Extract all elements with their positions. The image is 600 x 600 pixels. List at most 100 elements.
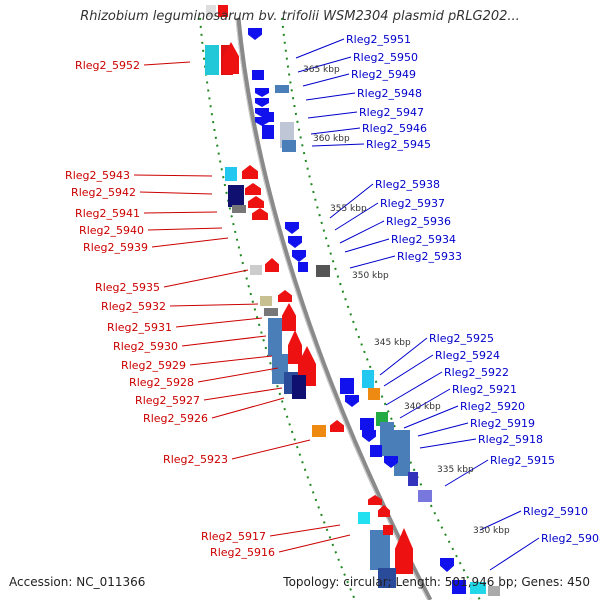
inner-ruler-rail <box>199 17 356 600</box>
gene-block <box>362 370 374 388</box>
gene-arrow <box>440 558 454 572</box>
leader-left <box>143 211 218 214</box>
gene-block <box>383 525 393 535</box>
gene-label-right[interactable]: Rleg2_5936 <box>386 215 451 228</box>
gene-label-right[interactable]: Rleg2_5933 <box>397 250 462 263</box>
gene-labels: Rleg2_5952Rleg2_5943Rleg2_5942Rleg2_5941… <box>65 33 600 559</box>
gene-label-right[interactable]: Rleg2_5910 <box>523 505 588 518</box>
gene-block <box>206 5 216 17</box>
leader-right <box>419 438 477 449</box>
gene-label-left[interactable]: Rleg2_5917 <box>201 530 266 543</box>
leader-right <box>385 371 443 406</box>
leader-right <box>417 422 469 437</box>
gene-label-right[interactable]: Rleg2_5949 <box>351 68 416 81</box>
gene-label-right[interactable]: Rleg2_5946 <box>362 122 427 135</box>
gene-label-left[interactable]: Rleg2_5929 <box>121 359 186 372</box>
leader-left <box>231 439 311 460</box>
gene-label-right[interactable]: Rleg2_5937 <box>380 197 445 210</box>
gene-block <box>292 375 306 399</box>
gene-label-left[interactable]: Rleg2_5916 <box>210 546 275 559</box>
scale-label: 350 kbp <box>352 271 389 281</box>
gene-block <box>218 5 228 17</box>
gene-label-left[interactable]: Rleg2_5927 <box>135 394 200 407</box>
plasmid-backbone-highlight <box>235 17 429 600</box>
gene-label-right[interactable]: Rleg2_5938 <box>375 178 440 191</box>
leader-left <box>197 367 279 383</box>
leader-right <box>349 255 396 269</box>
gene-block <box>228 185 244 207</box>
leader-left <box>139 191 213 195</box>
gene-label-left[interactable]: Rleg2_5939 <box>83 241 148 254</box>
gene-label-right[interactable]: Rleg2_5919 <box>470 417 535 430</box>
leader-left <box>203 387 283 401</box>
gene-block <box>282 140 296 152</box>
gene-block <box>418 490 432 502</box>
gene-block <box>262 125 274 139</box>
gene-label-right[interactable]: Rleg2_5918 <box>478 433 543 446</box>
accession-text: Accession: NC_011366 <box>9 575 146 589</box>
gene-block <box>408 472 418 486</box>
gene-block <box>316 265 330 277</box>
gene-label-left[interactable]: Rleg2_5943 <box>65 169 130 182</box>
gene-label-left[interactable]: Rleg2_5952 <box>75 59 140 72</box>
leader-right <box>344 238 390 253</box>
gene-label-right[interactable]: Rleg2_5945 <box>366 138 431 151</box>
scale-label: 355 kbp <box>330 204 367 214</box>
gene-label-right[interactable]: Rleg2_5921 <box>452 383 517 396</box>
gene-arrow <box>245 183 261 195</box>
gene-label-right[interactable]: Rleg2_5934 <box>391 233 456 246</box>
gene-arrow <box>223 42 239 74</box>
leader-right <box>379 337 428 376</box>
gene-block <box>262 112 274 122</box>
gene-block <box>232 205 246 213</box>
label-leaders <box>133 38 540 571</box>
gene-arrow <box>252 208 268 220</box>
leader-right <box>444 459 489 487</box>
gene-block <box>252 70 264 80</box>
gene-arrow <box>292 250 306 262</box>
gene-arrow <box>362 430 376 442</box>
gene-label-left[interactable]: Rleg2_5940 <box>79 224 144 237</box>
gene-label-left[interactable]: Rleg2_5931 <box>107 321 172 334</box>
gene-label-right[interactable]: Rleg2_5908 <box>541 532 600 545</box>
gene-arrow <box>288 236 302 248</box>
gene-arrow <box>248 28 262 40</box>
gene-label-right[interactable]: Rleg2_5915 <box>490 454 555 467</box>
leader-right <box>329 183 374 219</box>
gene-label-left[interactable]: Rleg2_5928 <box>129 376 194 389</box>
gene-label-right[interactable]: Rleg2_5947 <box>359 106 424 119</box>
gene-arrow <box>248 196 264 208</box>
gene-label-left[interactable]: Rleg2_5930 <box>113 340 178 353</box>
gene-label-left[interactable]: Rleg2_5941 <box>75 207 140 220</box>
gene-block <box>205 45 219 75</box>
gene-arrow <box>278 290 292 302</box>
gene-label-left[interactable]: Rleg2_5926 <box>143 412 208 425</box>
leader-right <box>302 73 350 87</box>
gene-label-right[interactable]: Rleg2_5925 <box>429 332 494 345</box>
gene-block <box>260 296 272 306</box>
gene-label-left[interactable]: Rleg2_5932 <box>101 300 166 313</box>
gene-block <box>370 530 390 570</box>
gene-label-right[interactable]: Rleg2_5922 <box>444 366 509 379</box>
page-title: Rhizobium leguminosarum bv. trifolii WSM… <box>80 9 520 24</box>
gene-label-right[interactable]: Rleg2_5950 <box>353 51 418 64</box>
gene-label-left[interactable]: Rleg2_5942 <box>71 186 136 199</box>
gene-label-right[interactable]: Rleg2_5948 <box>357 87 422 100</box>
gene-label-left[interactable]: Rleg2_5935 <box>95 281 160 294</box>
leader-left <box>175 317 263 328</box>
gene-block <box>264 308 278 316</box>
gene-label-left[interactable]: Rleg2_5923 <box>163 453 228 466</box>
gene-block <box>358 512 370 524</box>
gene-block <box>275 85 289 93</box>
gene-arrow <box>345 395 359 407</box>
leader-right <box>307 111 358 119</box>
gene-label-right[interactable]: Rleg2_5920 <box>460 400 525 413</box>
gene-label-right[interactable]: Rleg2_5924 <box>435 349 500 362</box>
plasmid-backbone <box>235 17 433 600</box>
leader-right <box>297 56 352 73</box>
scale-label: 335 kbp <box>437 465 474 475</box>
leader-right <box>295 38 345 59</box>
leader-right <box>305 92 356 101</box>
gene-label-right[interactable]: Rleg2_5951 <box>346 33 411 46</box>
